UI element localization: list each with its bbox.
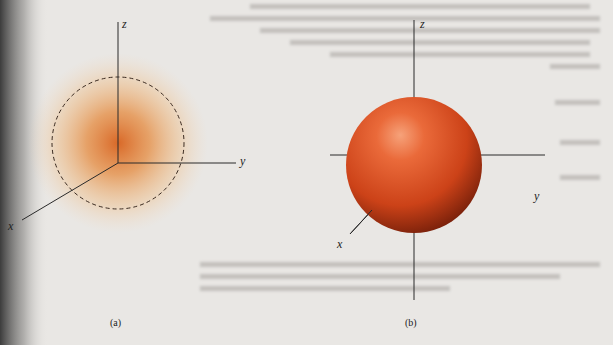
axis-label: y (534, 190, 539, 202)
panel-label: (b) (405, 318, 417, 328)
axis-label: z (420, 18, 425, 30)
panel-label: (a) (110, 318, 121, 328)
axis-label: z (122, 18, 127, 30)
axis-label: x (8, 220, 13, 232)
axis-label: y (240, 155, 245, 167)
axis-label: x (337, 238, 342, 250)
